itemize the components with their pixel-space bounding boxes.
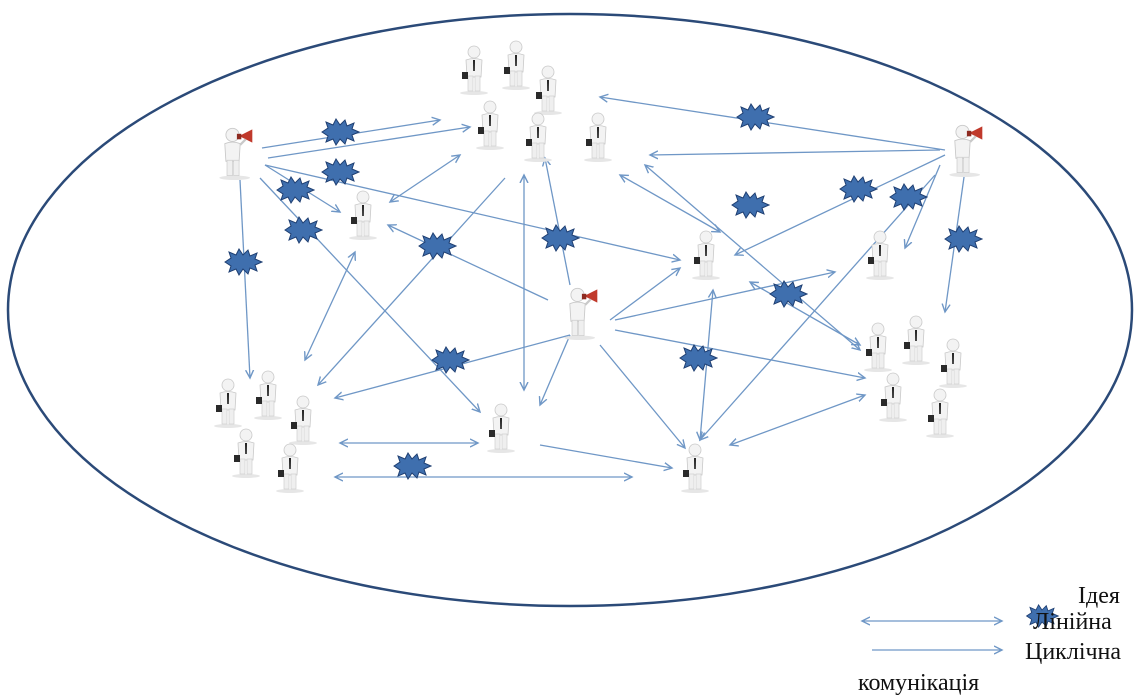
arrow bbox=[540, 334, 571, 405]
idea-icon bbox=[276, 176, 315, 204]
idea-icon bbox=[889, 183, 928, 211]
idea-icon bbox=[679, 344, 718, 372]
person-icon bbox=[691, 230, 721, 280]
person-icon bbox=[901, 315, 931, 365]
person-icon bbox=[938, 338, 968, 388]
arrow bbox=[305, 252, 355, 360]
arrow bbox=[620, 175, 720, 232]
people-groups bbox=[213, 40, 984, 493]
arrow bbox=[539, 444, 672, 468]
person-icon bbox=[288, 395, 318, 445]
person-icon bbox=[348, 190, 378, 240]
arrow bbox=[609, 268, 680, 321]
person-icon bbox=[523, 112, 553, 162]
person-icon bbox=[486, 403, 516, 453]
idea-icon bbox=[769, 280, 808, 308]
community-ellipse bbox=[6, 12, 1134, 608]
person-icon bbox=[878, 372, 908, 422]
idea-icon bbox=[321, 118, 360, 146]
person-icon bbox=[925, 388, 955, 438]
person-icon bbox=[231, 428, 261, 478]
arrow bbox=[735, 154, 946, 255]
arrow bbox=[267, 127, 470, 159]
person-icon bbox=[865, 230, 895, 280]
person-icon bbox=[863, 322, 893, 372]
arrow bbox=[388, 225, 549, 301]
person-icon bbox=[501, 40, 531, 90]
arrow bbox=[545, 158, 571, 286]
arrow bbox=[645, 165, 860, 350]
person-icon bbox=[213, 378, 243, 428]
person-icon bbox=[459, 45, 489, 95]
arrow bbox=[599, 344, 685, 448]
idea-icon bbox=[731, 191, 770, 219]
arrow bbox=[614, 329, 865, 378]
idea-icon bbox=[418, 232, 457, 260]
legend bbox=[862, 604, 1059, 650]
speaker-icon bbox=[218, 127, 254, 180]
person-icon bbox=[583, 112, 613, 162]
arrow bbox=[239, 179, 250, 378]
speaker-icon bbox=[563, 287, 599, 340]
idea-icon bbox=[431, 346, 470, 374]
arrow bbox=[318, 177, 506, 385]
idea-icon bbox=[541, 224, 580, 252]
idea-icon bbox=[944, 225, 983, 253]
legend-cyclic-label: Циклічна bbox=[1025, 639, 1122, 665]
person-icon bbox=[680, 443, 710, 493]
idea-icon bbox=[839, 175, 878, 203]
idea-icon bbox=[393, 452, 432, 480]
arrow bbox=[259, 177, 480, 412]
arrow bbox=[390, 155, 460, 202]
arrow bbox=[730, 395, 865, 445]
legend-idea-label: Ідея bbox=[1078, 583, 1120, 609]
person-icon bbox=[533, 65, 563, 115]
arrow bbox=[600, 97, 946, 151]
idea-icon bbox=[736, 103, 775, 131]
person-icon bbox=[253, 370, 283, 420]
arrow bbox=[650, 149, 941, 155]
idea-icon bbox=[284, 216, 323, 244]
legend-linear-label: Лінійна bbox=[1033, 609, 1112, 635]
speaker-icon bbox=[948, 124, 984, 177]
person-icon bbox=[475, 100, 505, 150]
legend-communication-label: комунікація bbox=[858, 670, 980, 696]
person-icon bbox=[275, 443, 305, 493]
idea-icon bbox=[321, 158, 360, 186]
arrow bbox=[750, 282, 860, 345]
